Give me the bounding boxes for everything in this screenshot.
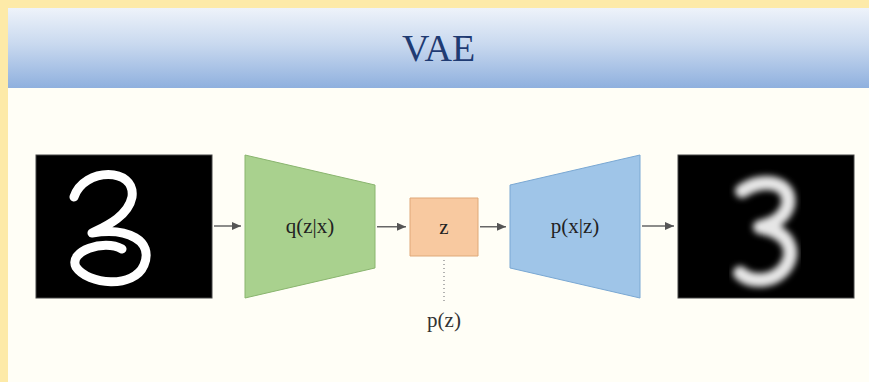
input-arrow — [214, 225, 241, 227]
encoder-trapezoid: q(z|x) — [245, 155, 375, 298]
input-image — [36, 155, 212, 298]
node-shape — [510, 155, 640, 298]
node-shape — [410, 198, 478, 256]
title-banner: VAE — [8, 8, 869, 88]
flow-arrow — [377, 226, 406, 228]
node-label: p(x|z) — [551, 214, 600, 239]
output-arrow — [642, 225, 674, 227]
node-label: z — [439, 215, 448, 240]
image-frame — [36, 155, 212, 298]
latent-box: z — [410, 198, 478, 256]
reconstructed-digit — [740, 183, 790, 280]
prior-leader-line — [443, 260, 445, 302]
slide-title: VAE — [8, 8, 869, 88]
node-label: q(z|x) — [286, 214, 335, 239]
handwritten-digit — [74, 175, 146, 282]
output-image — [678, 155, 854, 298]
prior-label: p(z) — [427, 308, 461, 333]
decoder-trapezoid: p(x|z) — [510, 155, 640, 298]
node-shape — [245, 155, 375, 298]
flow-arrow — [480, 226, 506, 228]
image-frame — [678, 155, 854, 298]
